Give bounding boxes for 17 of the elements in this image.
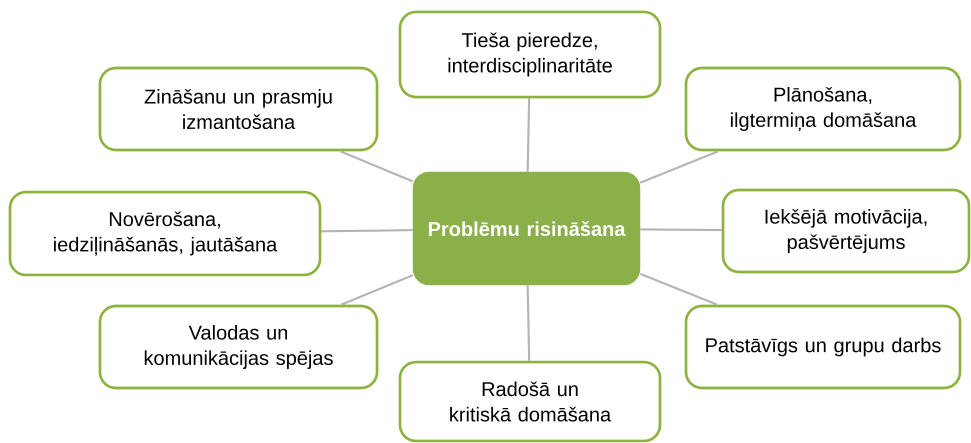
connector-line [340,150,414,182]
connector-line [640,228,722,232]
topic-box: Novērošana, iedziļināšanās, jautāšana [8,190,322,276]
connector-line [640,150,718,184]
connector-line [321,229,413,232]
topic-box: Radošā un kritiskā domāšana [398,360,662,442]
connector-line [640,272,718,306]
connector-line [526,285,530,361]
topic-box: Valodas un komunikācijas spējas [98,304,378,390]
connector-line [526,98,530,172]
connector-line [340,274,414,306]
topic-box: Plānošana, ilgtermiņa domāšana [684,66,962,152]
topic-box: Iekšējā motivācija, pašvērtējums [722,188,970,274]
topic-box: Tieša pieredze, interdisciplinaritāte [398,10,662,98]
central-box: Problēmu risināšana [412,172,640,286]
topic-box: Patstāvīgs un grupu darbs [684,304,962,390]
topic-box: Zināšanu un prasmju izmantošana [98,66,378,152]
